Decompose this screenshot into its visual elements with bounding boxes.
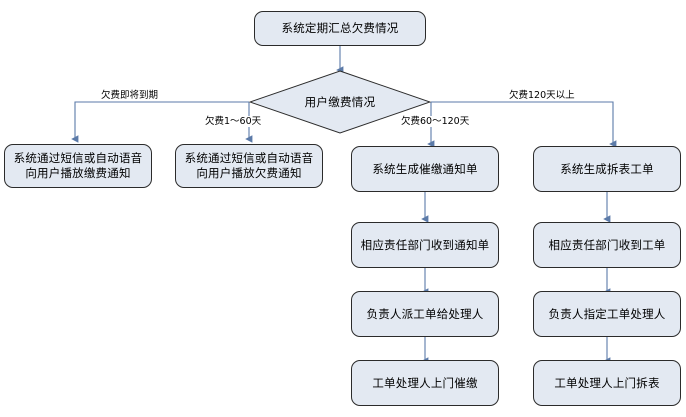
decision-label: 用户缴费情况: [304, 95, 376, 109]
node-generate-reminder-notice[interactable]: 系统生成催缴通知单: [351, 146, 499, 192]
node-label: 工单处理人上门催缴: [372, 375, 478, 390]
node-handler-onsite-meter-removal[interactable]: 工单处理人上门拆表: [533, 360, 681, 406]
node-label: 系统通过短信或自动语音向用户播放欠费通知: [184, 151, 314, 180]
decision-payment-status[interactable]: 用户缴费情况: [249, 70, 431, 134]
node-label: 系统生成催缴通知单: [372, 161, 478, 176]
edge-label-branch-3: 欠费60～120天: [400, 116, 471, 127]
node-label: 负责人指定工单处理人: [548, 306, 666, 321]
node-label: 工单处理人上门拆表: [554, 375, 660, 390]
node-sms-voice-overdue-notice[interactable]: 系统通过短信或自动语音向用户播放欠费通知: [175, 144, 323, 188]
node-handler-onsite-reminder[interactable]: 工单处理人上门催缴: [351, 360, 499, 406]
node-assign-workorder-handler[interactable]: 负责人派工单给处理人: [351, 291, 499, 337]
node-label: 负责人派工单给处理人: [366, 306, 484, 321]
node-dept-receive-workorder[interactable]: 相应责任部门收到工单: [533, 222, 681, 268]
node-generate-meter-removal-workorder[interactable]: 系统生成拆表工单: [533, 146, 681, 192]
node-label: 系统通过短信或自动语音向用户播放缴费通知: [13, 151, 143, 180]
node-label: 相应责任部门收到通知单: [360, 237, 490, 252]
node-label: 相应责任部门收到工单: [548, 237, 666, 252]
edge-label-branch-4: 欠费120天以上: [508, 90, 576, 101]
node-summary-overdue[interactable]: 系统定期汇总欠费情况: [254, 11, 426, 46]
edge-label-branch-1: 欠费即将到期: [100, 90, 160, 101]
edge-label-branch-2: 欠费1～60天: [204, 116, 263, 127]
node-label: 系统生成拆表工单: [560, 161, 654, 176]
diamond-shape: [249, 70, 431, 134]
connector-branch-4: [431, 101, 617, 148]
connector-branch-1: [71, 101, 249, 143]
node-label: 系统定期汇总欠费情况: [281, 21, 399, 35]
node-designate-workorder-handler[interactable]: 负责人指定工单处理人: [533, 291, 681, 337]
node-sms-voice-payment-notice[interactable]: 系统通过短信或自动语音向用户播放缴费通知: [4, 144, 152, 188]
node-dept-receive-notice[interactable]: 相应责任部门收到通知单: [351, 222, 499, 268]
